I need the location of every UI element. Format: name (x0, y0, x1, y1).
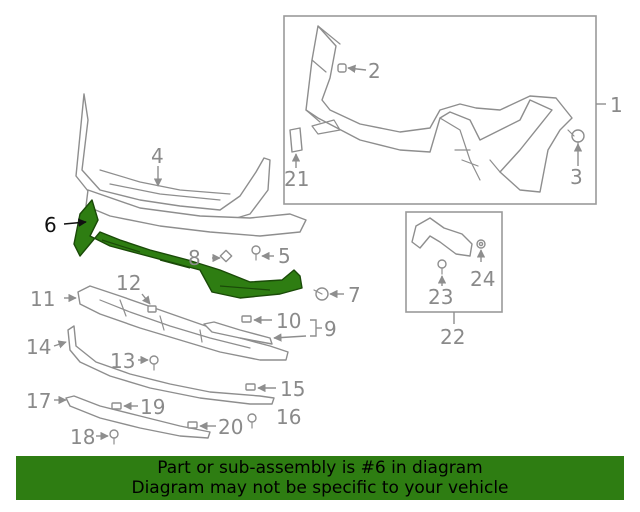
clip-part-2[interactable] (337, 63, 347, 73)
screw-part-23[interactable] (437, 259, 447, 275)
nut-part-24[interactable] (476, 239, 486, 249)
callout-14: 14 (26, 335, 51, 359)
deflector-part-6-highlighted[interactable] (73, 199, 303, 299)
callout-19: 19 (140, 395, 165, 419)
bracket-part-21[interactable] (289, 127, 303, 153)
screw-part-13[interactable] (149, 355, 159, 371)
bracket-part-22[interactable] (411, 217, 473, 257)
bottom-strip-part-17[interactable] (65, 395, 211, 439)
callout-15: 15 (280, 377, 305, 401)
lower-strip-part-14[interactable] (67, 325, 275, 405)
callout-21: 21 (284, 167, 309, 191)
callout-17: 17 (26, 389, 51, 413)
callout-6-highlighted: 6 (44, 213, 57, 237)
clip-part-19[interactable] (111, 402, 122, 410)
callout-3: 3 (570, 165, 583, 189)
screw-part-5[interactable] (251, 245, 261, 261)
callout-4: 4 (151, 144, 164, 168)
clip-part-12[interactable] (147, 305, 157, 313)
fascia-part-4[interactable] (75, 93, 307, 237)
trim-strip-part-10[interactable] (203, 321, 273, 345)
bumper-cover-group-box (283, 15, 597, 205)
info-banner: Part or sub-assembly is #6 in diagram Di… (16, 456, 624, 500)
callout-23: 23 (428, 285, 453, 309)
callout-20: 20 (218, 415, 243, 439)
callout-12: 12 (116, 271, 141, 295)
callout-5: 5 (278, 244, 291, 268)
lower-guard-part-11[interactable] (77, 285, 289, 361)
screw-part-18[interactable] (109, 429, 119, 445)
callout-11: 11 (30, 287, 55, 311)
callout-24: 24 (470, 267, 495, 291)
banner-line-1: Part or sub-assembly is #6 in diagram (157, 458, 483, 478)
callout-13: 13 (110, 349, 135, 373)
callout-8: 8 (188, 246, 201, 270)
callout-9: 9 (324, 317, 337, 341)
callout-22: 22 (440, 325, 465, 349)
callout-2: 2 (368, 59, 381, 83)
banner-line-2: Diagram may not be specific to your vehi… (131, 478, 509, 498)
clip-part-8[interactable] (219, 249, 233, 263)
callout-16: 16 (276, 405, 301, 429)
clip-part-10[interactable] (241, 315, 252, 323)
callout-7: 7 (348, 283, 361, 307)
bolt-part-7[interactable] (313, 287, 329, 301)
callout-1: 1 (610, 93, 623, 117)
screw-part-16[interactable] (247, 413, 257, 429)
callout-10: 10 (276, 309, 301, 333)
callout-18: 18 (70, 425, 95, 449)
clip-part-20[interactable] (187, 421, 198, 429)
bolt-part-3[interactable] (567, 129, 585, 151)
bumper-cover-part[interactable] (305, 25, 573, 193)
clip-part-15[interactable] (245, 383, 256, 391)
